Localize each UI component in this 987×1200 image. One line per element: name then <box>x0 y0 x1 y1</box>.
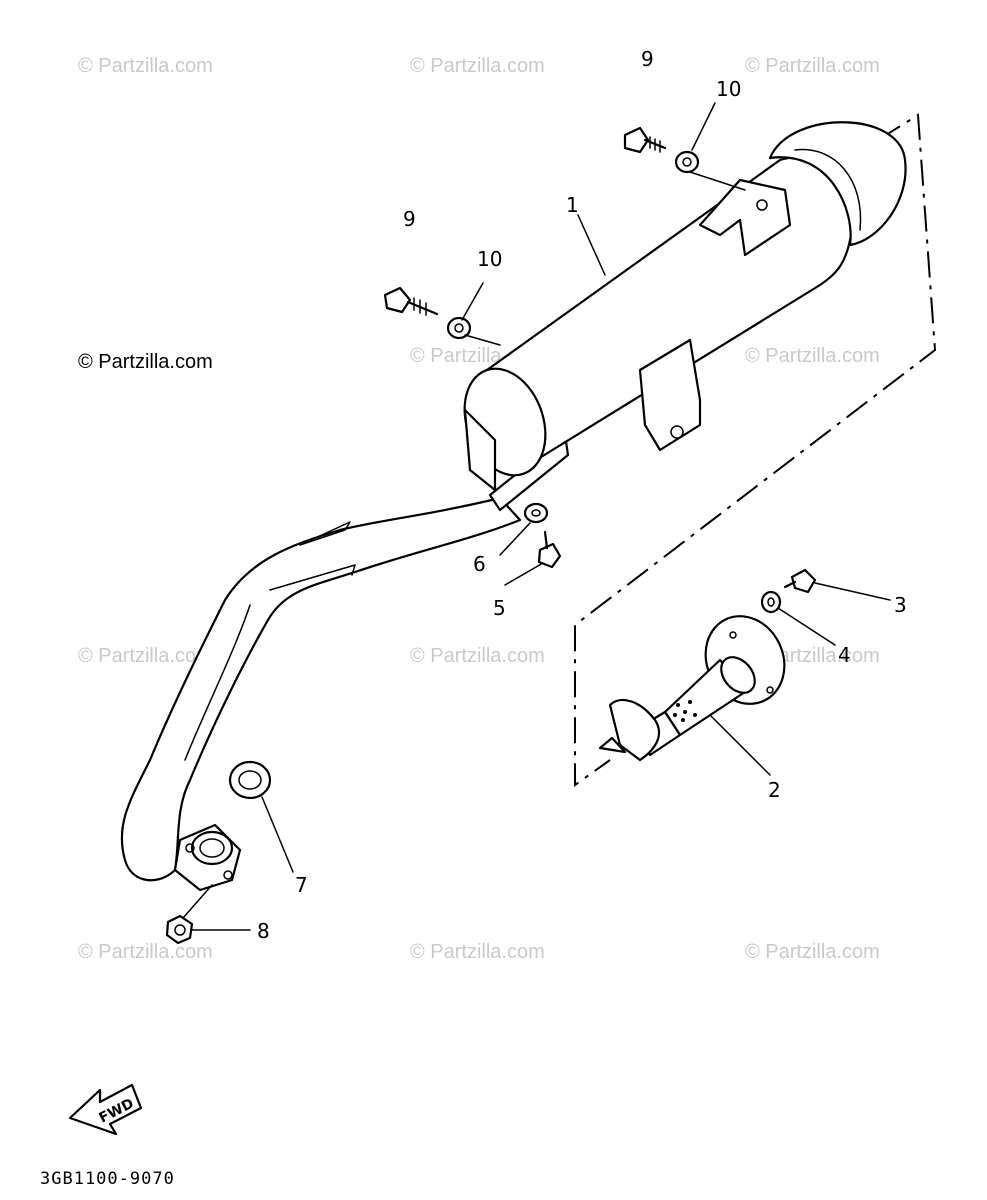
watermark: © Partzilla.com <box>410 645 545 667</box>
callout-2: 2 <box>768 778 781 802</box>
spark-arrester <box>598 615 786 762</box>
watermark: © Partzilla.com <box>78 941 213 963</box>
callout-1: 1 <box>566 193 579 217</box>
callout-3: 3 <box>894 593 907 617</box>
fwd-arrow-icon: FWD <box>68 1083 143 1136</box>
callout-8: 8 <box>257 919 270 943</box>
callout-9-upper: 9 <box>641 47 654 71</box>
exhaust-pipe <box>120 433 570 892</box>
callout-10-lower: 10 <box>477 247 502 271</box>
assembly-bracket <box>574 113 937 787</box>
watermark: © Partzilla.com <box>78 55 213 77</box>
callout-10-upper: 10 <box>716 77 741 101</box>
fasteners <box>165 126 817 945</box>
callout-4: 4 <box>838 643 851 667</box>
watermark: © Partzilla.com <box>410 55 545 77</box>
watermark-dark: © Partzilla.com <box>78 351 213 373</box>
watermark: © Partzilla.com <box>745 345 880 367</box>
watermark: © Partzilla.com <box>78 645 213 667</box>
muffler <box>463 121 907 492</box>
callout-9-lower: 9 <box>403 207 416 231</box>
watermark: © Partzilla.com <box>745 941 880 963</box>
callout-7: 7 <box>295 873 308 897</box>
callout-6: 6 <box>473 552 486 576</box>
callout-5: 5 <box>493 596 506 620</box>
callouts: 1 2 3 4 5 6 7 8 9 10 9 10 <box>257 47 907 943</box>
watermark: © Partzilla.com <box>745 55 880 77</box>
watermark: © Partzilla.com <box>410 941 545 963</box>
leader-lines <box>182 102 891 931</box>
diagram-code: 3GB1100-9070 <box>40 1169 175 1189</box>
